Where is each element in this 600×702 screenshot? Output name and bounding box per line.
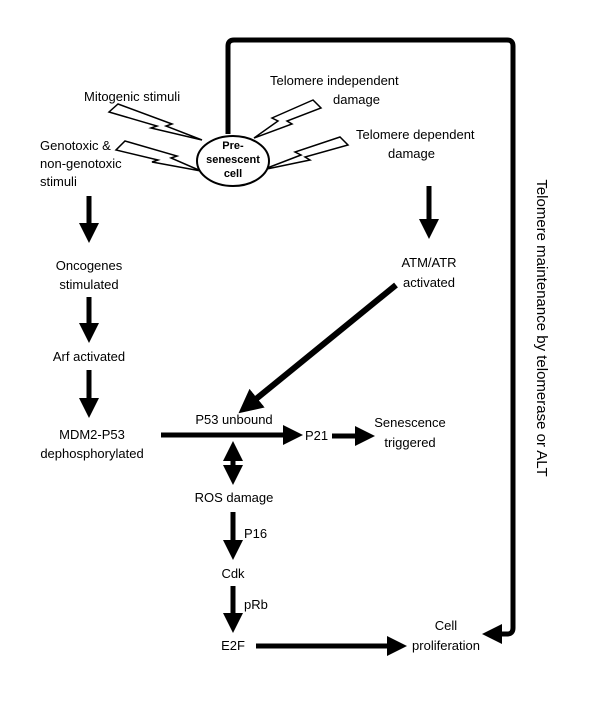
- genotoxic-label-line3: stimuli: [40, 174, 77, 189]
- cell-label-line1: Pre-: [222, 140, 244, 152]
- telomere-maintenance-label: Telomere maintenance by telomerase or AL…: [533, 179, 550, 476]
- p21-label: P21: [305, 428, 328, 443]
- mdm2-label-line1: MDM2-P53: [59, 427, 125, 442]
- arrow-atm-to-p53: [238, 282, 398, 414]
- mitogenic-stimuli-label: Mitogenic stimuli: [84, 89, 180, 104]
- genotoxic-label-line1: Genotoxic &: [40, 138, 111, 153]
- ros-damage-label: ROS damage: [195, 490, 274, 505]
- atm-label-line2: activated: [403, 275, 455, 290]
- cell-label-line3: cell: [224, 168, 242, 180]
- telomere-independent-line1: Telomere independent: [270, 73, 399, 88]
- genotoxic-label-line2: non-genotoxic: [40, 156, 122, 171]
- oncogenes-label-line2: stimulated: [59, 277, 118, 292]
- oncogenes-label-line1: Oncogenes: [56, 258, 123, 273]
- pre-senescent-cell: [196, 135, 270, 187]
- telomere-dependent-line1: Telomere dependent: [356, 127, 475, 142]
- mdm2-label-line2: dephosphorylated: [40, 446, 143, 461]
- e2f-label: E2F: [221, 638, 245, 653]
- p16-label: P16: [244, 526, 267, 541]
- telomere-dependent-line2: damage: [388, 146, 435, 161]
- p53-unbound-label: P53 unbound: [195, 412, 272, 427]
- telomere-independent-line2: damage: [333, 92, 380, 107]
- lightning-bolt-mitogenic: [107, 103, 203, 141]
- senescence-label-line1: Senescence: [374, 415, 446, 430]
- lightning-bolt-telomere-dependent: [261, 136, 350, 171]
- cell-proliferation-line1: Cell: [435, 618, 458, 633]
- cell-label-line2: senescent: [206, 154, 260, 166]
- lightning-bolt-telomere-independent: [253, 99, 323, 139]
- cdk-label: Cdk: [221, 566, 245, 581]
- telomere-maintenance-loop: [225, 37, 516, 644]
- atm-label-line1: ATM/ATR: [401, 255, 456, 270]
- prb-label: pRb: [244, 597, 268, 612]
- senescence-label-line2: triggered: [384, 435, 435, 450]
- arf-label: Arf activated: [53, 349, 125, 364]
- cell-proliferation-line2: proliferation: [412, 638, 480, 653]
- lightning-bolt-genotoxic: [114, 140, 202, 172]
